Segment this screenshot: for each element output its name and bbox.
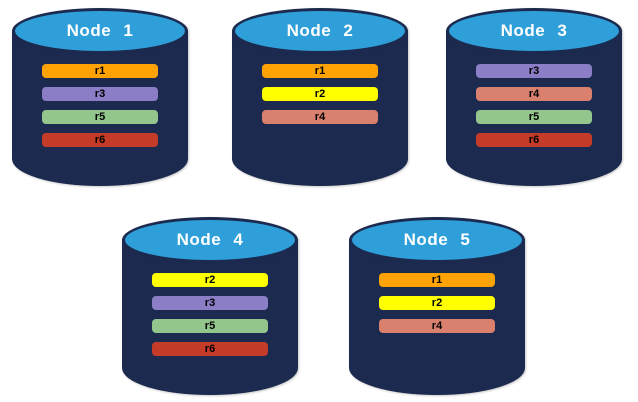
replica-bar-r6: r6: [152, 342, 268, 356]
replica-bar-r3: r3: [152, 296, 268, 310]
replica-label: r3: [528, 64, 540, 77]
cylinder-top: Node 2: [232, 8, 408, 54]
replica-label: r6: [204, 342, 216, 355]
node-cylinder-3: Node 3 r3 r4 r5 r6: [446, 8, 622, 186]
cylinder-body: [122, 239, 298, 395]
node-cylinder-2: Node 2 r1 r2 r4: [232, 8, 408, 186]
replica-label: r2: [314, 87, 326, 100]
replica-bar-r6: r6: [42, 133, 158, 147]
cylinder-top: Node 3: [446, 8, 622, 54]
node-title: Node 1: [66, 21, 134, 40]
replica-list: r1 r2 r4: [349, 273, 525, 333]
replica-bar-r4: r4: [379, 319, 495, 333]
replica-list: r1 r2 r4: [232, 64, 408, 124]
replica-label: r2: [204, 273, 216, 286]
node-title: Node 4: [176, 230, 244, 249]
cylinder-body: [12, 30, 188, 186]
replica-label: r4: [528, 87, 540, 100]
replica-label: r5: [204, 319, 216, 332]
node-title: Node 2: [286, 21, 354, 40]
node-cylinder-4: Node 4 r2 r3 r5 r6: [122, 217, 298, 395]
replica-label: r5: [528, 110, 540, 123]
node-title: Node 5: [403, 230, 471, 249]
replica-bar-r3: r3: [476, 64, 592, 78]
cylinder-body: [349, 239, 525, 395]
replica-label: r1: [314, 64, 326, 77]
replica-label: r4: [431, 319, 443, 332]
replica-label: r3: [94, 87, 106, 100]
cylinder-top: Node 5: [349, 217, 525, 263]
cylinder-top: Node 4: [122, 217, 298, 263]
replica-bar-r4: r4: [476, 87, 592, 101]
cylinder-body: [232, 30, 408, 186]
replica-bar-r1: r1: [379, 273, 495, 287]
replica-label: r5: [94, 110, 106, 123]
replica-bar-r1: r1: [262, 64, 378, 78]
node-cylinder-5: Node 5 r1 r2 r4: [349, 217, 525, 395]
replica-list: r2 r3 r5 r6: [122, 273, 298, 356]
replica-label: r3: [204, 296, 216, 309]
replica-list: r1 r3 r5 r6: [12, 64, 188, 147]
replica-label: r6: [94, 133, 106, 146]
replica-label: r6: [528, 133, 540, 146]
replica-label: r4: [314, 110, 326, 123]
replica-bar-r3: r3: [42, 87, 158, 101]
cylinder-body: [446, 30, 622, 186]
replica-label: r1: [431, 273, 443, 286]
replica-label: r2: [431, 296, 443, 309]
replica-bar-r2: r2: [379, 296, 495, 310]
replica-bar-r2: r2: [152, 273, 268, 287]
replica-list: r3 r4 r5 r6: [446, 64, 622, 147]
replica-bar-r4: r4: [262, 110, 378, 124]
replica-bar-r2: r2: [262, 87, 378, 101]
replica-bar-r5: r5: [476, 110, 592, 124]
replica-bar-r5: r5: [42, 110, 158, 124]
replica-bar-r1: r1: [42, 64, 158, 78]
node-title: Node 3: [500, 21, 568, 40]
replica-label: r1: [94, 64, 106, 77]
replica-bar-r6: r6: [476, 133, 592, 147]
node-cylinder-1: Node 1 r1 r3 r5 r6: [12, 8, 188, 186]
cylinder-top: Node 1: [12, 8, 188, 54]
replica-bar-r5: r5: [152, 319, 268, 333]
